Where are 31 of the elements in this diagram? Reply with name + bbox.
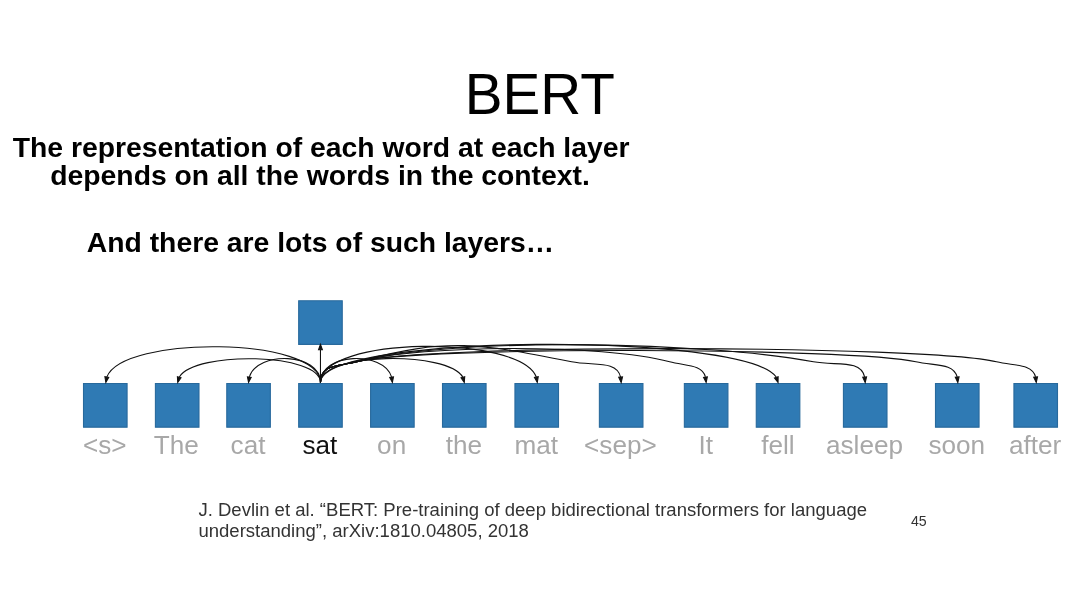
arrow xyxy=(319,350,960,385)
node-label: soon xyxy=(928,429,986,460)
arrow xyxy=(319,358,466,385)
arrow xyxy=(319,358,395,385)
label: J. Devlin et al. “BERT: Pre-training of deep bidirectional transformers for language understanding”, arXiv:1810.04805, 2018 xyxy=(198,499,868,541)
arrow xyxy=(319,347,709,385)
node-label: <sep> xyxy=(584,429,657,460)
label: The representation of each word at each layer depends on all the words in the context. xyxy=(12,130,630,192)
node-box xyxy=(298,300,343,345)
node-label: the xyxy=(445,429,483,460)
label: 45 xyxy=(910,512,927,529)
arrow xyxy=(104,346,321,385)
diagram-title: BERT xyxy=(464,63,615,127)
node-label: fell xyxy=(761,429,795,460)
arrow xyxy=(246,358,321,385)
node-label: on xyxy=(377,429,407,460)
arrow xyxy=(176,358,321,385)
arrow xyxy=(319,348,1039,385)
node-label: It xyxy=(698,429,714,460)
label: And there are lots of such layers… xyxy=(86,226,555,259)
node-label: mat xyxy=(514,429,558,460)
node-label: asleep xyxy=(825,429,903,460)
arrow xyxy=(319,344,868,385)
arrow xyxy=(319,345,539,385)
node-label: cat xyxy=(230,429,266,460)
node-label: sat xyxy=(302,429,338,460)
node-label: <s> xyxy=(82,429,127,460)
arrow xyxy=(319,345,624,385)
arrow xyxy=(319,343,779,385)
node-label: The xyxy=(153,429,199,460)
node-label: after xyxy=(1009,429,1062,460)
